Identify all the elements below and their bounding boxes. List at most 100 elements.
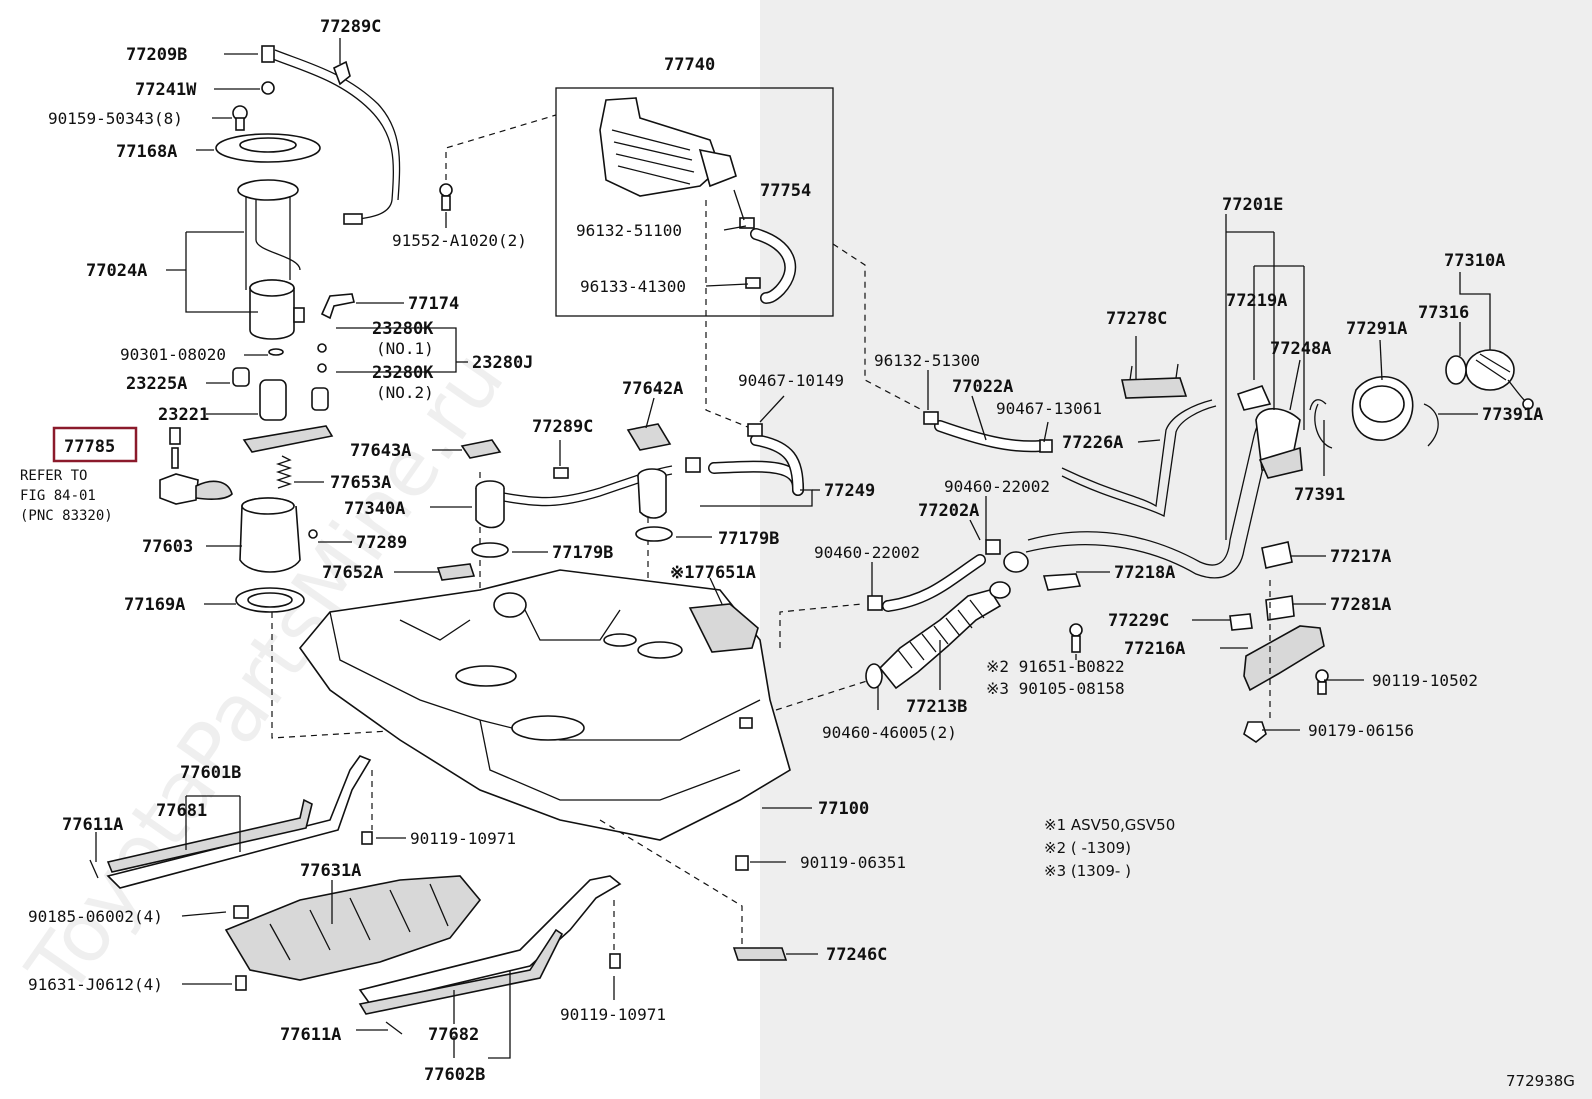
- label-77602b: 77602B: [424, 1065, 485, 1085]
- label-no2: (NO.2): [376, 383, 434, 402]
- label-90105-08158: ※3 90105-08158: [986, 679, 1125, 698]
- shaded-panel: [760, 0, 1592, 1099]
- label-90119-06351: 90119-06351: [800, 853, 906, 872]
- label-77169a: 77169A: [124, 595, 185, 615]
- label-77681: 77681: [156, 801, 207, 821]
- label-77216a: 77216A: [1124, 639, 1185, 659]
- label-77217a: 77217A: [1330, 547, 1391, 567]
- part-77643a: [460, 439, 502, 459]
- fuel-pump-assembly: [159, 45, 401, 613]
- label-91651-b0822: ※2 91651-B0822: [986, 657, 1125, 676]
- note-2: ※2 ( -1309): [1044, 839, 1131, 857]
- label-no1: (NO.1): [376, 339, 434, 358]
- charcoal-canister: [599, 97, 721, 197]
- label-91631-j0612: 91631-J0612(4): [28, 975, 163, 994]
- label-77391: 77391: [1294, 485, 1345, 505]
- label-90460-22002-b: 90460-22002: [814, 543, 920, 562]
- note-3: ※3 (1309- ): [1044, 862, 1131, 880]
- pump-bracket: [242, 425, 334, 453]
- clamp-77217a: [1261, 541, 1293, 569]
- label-23280j: 23280J: [472, 353, 533, 373]
- label-77289: 77289: [356, 533, 407, 553]
- sub-pump-parts: [436, 423, 804, 653]
- breather-tube: [1061, 405, 1217, 517]
- label-77651a: ※177651A: [670, 563, 756, 583]
- label-77289c-top: 77289C: [320, 17, 381, 37]
- label-23225a: 23225A: [126, 374, 187, 394]
- label-77218a: 77218A: [1114, 563, 1175, 583]
- canister-box: [555, 87, 834, 317]
- clip-77289c: [332, 60, 351, 86]
- ring-77179b-left: [471, 542, 509, 558]
- label-77603: 77603: [142, 537, 193, 557]
- label-90119-10971-a: 90119-10971: [410, 829, 516, 848]
- bracket-77246c: [732, 947, 788, 961]
- label-77219a: 77219A: [1226, 291, 1287, 311]
- label-23221: 23221: [158, 405, 209, 425]
- label-77289c-mid: 77289C: [532, 417, 593, 437]
- label-77601b: 77601B: [180, 763, 241, 783]
- part-labels: 77209B 77289C 77241W 90159-50343(8) 7716…: [20, 17, 1575, 1090]
- diagram-code: 772938G: [1506, 1072, 1575, 1090]
- label-77281a: 77281A: [1330, 595, 1391, 615]
- label-91552-a1020: 91552-A1020(2): [392, 231, 527, 250]
- tank-straps: [89, 755, 788, 1035]
- part-77174: [320, 293, 355, 320]
- part-77340a: [475, 488, 505, 529]
- label-77168a: 77168A: [116, 142, 177, 162]
- label-77340a: 77340A: [344, 499, 405, 519]
- label-90179-06156: 90179-06156: [1308, 721, 1414, 740]
- label-77652a: 77652A: [322, 563, 383, 583]
- label-77642a: 77642A: [622, 379, 683, 399]
- label-90159-50343: 90159-50343(8): [48, 109, 183, 128]
- part-77785: [169, 427, 181, 445]
- clamp-77281a: [1265, 595, 1295, 621]
- label-77246c: 77246C: [826, 945, 887, 965]
- label-90467-13061: 90467-13061: [996, 399, 1102, 418]
- label-77316: 77316: [1418, 303, 1469, 323]
- label-77611a-bottom: 77611A: [280, 1025, 341, 1045]
- gasket-77316: [1445, 355, 1467, 385]
- refer-note-line3: (PNC 83320): [20, 508, 113, 524]
- ring-77391a: [1423, 403, 1439, 447]
- label-90185-06002: 90185-06002(4): [28, 907, 163, 926]
- label-77179b-left: 77179B: [552, 543, 613, 563]
- label-77682: 77682: [428, 1025, 479, 1045]
- label-23280k-1: 23280K: [372, 319, 434, 339]
- spring-77653a: [275, 455, 293, 489]
- label-77202a: 77202A: [918, 501, 979, 521]
- filler-neck-assembly: [865, 349, 1534, 743]
- label-77209b: 77209B: [126, 45, 187, 65]
- leader-lines: [95, 38, 1491, 1059]
- label-90467-10149: 90467-10149: [738, 371, 844, 390]
- highlight-box-77785: [52, 426, 138, 463]
- label-77249: 77249: [824, 481, 875, 501]
- part-77603: [239, 505, 301, 573]
- fuel-tank-77100: [298, 569, 791, 841]
- nut-90179: [1243, 721, 1267, 743]
- label-77213b: 77213B: [906, 697, 967, 717]
- label-77754: 77754: [760, 181, 811, 201]
- refer-note-line2: FIG 84-01: [20, 488, 96, 504]
- label-90301-08020: 90301-08020: [120, 345, 226, 364]
- canister-assembly: [555, 87, 834, 317]
- part-77642a: [626, 423, 672, 451]
- part-23225a: [232, 367, 250, 387]
- fuel-pump: [259, 379, 287, 421]
- label-77022a: 77022A: [952, 377, 1013, 397]
- label-77631a: 77631A: [300, 861, 361, 881]
- refer-note-line1: REFER TO: [20, 468, 87, 484]
- part-77652a: [436, 563, 476, 581]
- label-77278c: 77278C: [1106, 309, 1167, 329]
- label-77785: 77785: [64, 437, 115, 457]
- label-77174: 77174: [408, 294, 459, 314]
- label-77248a: 77248A: [1270, 339, 1331, 359]
- label-23280k-2: 23280K: [372, 363, 434, 383]
- label-90460-46005: 90460-46005(2): [822, 723, 957, 742]
- label-77226a: 77226A: [1062, 433, 1123, 453]
- note-1: ※1 ASV50,GSV50: [1044, 816, 1175, 834]
- label-77310a: 77310A: [1444, 251, 1505, 271]
- pump-filter: [249, 288, 295, 340]
